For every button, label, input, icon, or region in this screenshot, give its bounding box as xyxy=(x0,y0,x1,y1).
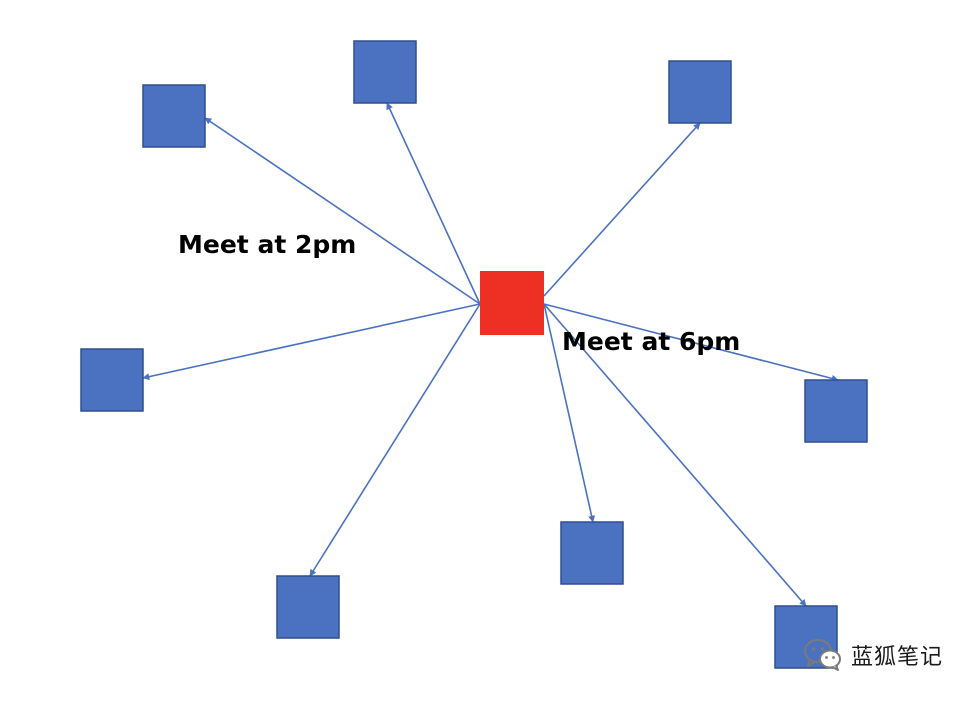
edge-hub-to-node-7 xyxy=(543,303,596,523)
node-1 xyxy=(142,84,206,148)
watermark: 蓝狐笔记 xyxy=(803,636,943,674)
node-7 xyxy=(560,521,624,585)
edge-hub-to-node-2 xyxy=(386,102,481,305)
edge-hub-to-node-6 xyxy=(309,303,481,577)
nodes-layer xyxy=(80,40,868,669)
node-6 xyxy=(276,575,340,639)
edge-hub-to-node-4 xyxy=(142,303,481,381)
meet-2pm-label: Meet at 2pm xyxy=(178,230,357,259)
node-2 xyxy=(353,40,417,104)
meet-6pm-label: Meet at 6pm xyxy=(562,327,741,356)
hub-node xyxy=(480,271,544,335)
edges-layer xyxy=(142,102,839,607)
edge-hub-to-node-3 xyxy=(543,122,701,297)
edge-hub-to-node-1 xyxy=(204,117,481,305)
node-3 xyxy=(668,60,732,124)
watermark-text: 蓝狐笔记 xyxy=(851,645,944,670)
wechat-icon xyxy=(804,639,841,671)
edge-hub-to-node-5 xyxy=(543,303,839,382)
node-5 xyxy=(804,379,868,443)
node-4 xyxy=(80,348,144,412)
edge-hub-to-node-8 xyxy=(543,303,807,607)
